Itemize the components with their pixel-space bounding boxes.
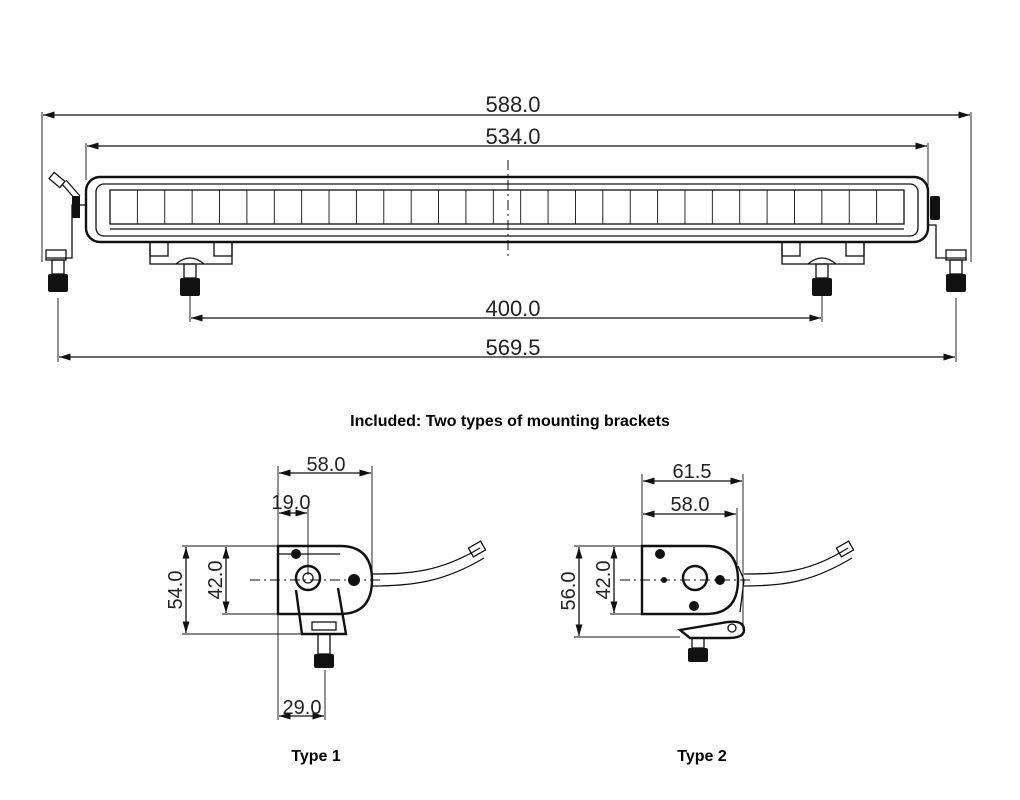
dim-housing-width-label: 534.0 xyxy=(485,124,540,149)
t2-label: Type 2 xyxy=(677,748,727,765)
dim-inner-mount-spacing-label: 400.0 xyxy=(485,296,540,321)
light-bar-drawing: 588.0 534.0 xyxy=(41,92,972,362)
bolt xyxy=(946,259,966,292)
bolt xyxy=(812,263,832,296)
t1-dim-height-outer: 54.0 xyxy=(165,571,187,610)
t1-dim-offset: 19.0 xyxy=(272,492,311,514)
mount-foot-left xyxy=(149,241,233,265)
dim-overall-width-label: 588.0 xyxy=(485,92,540,117)
bolt xyxy=(48,259,68,292)
bolt xyxy=(180,263,200,296)
bracket-type2-drawing: 61.5 58.0 56.0 42.0 Type 2 xyxy=(558,461,855,765)
t1-label: Type 1 xyxy=(291,748,341,765)
brackets-caption: Included: Two types of mounting brackets xyxy=(350,413,670,430)
t1-dim-height-inner: 42.0 xyxy=(205,561,227,600)
right-end-bracket xyxy=(928,196,967,261)
t2-dim-width-inner: 58.0 xyxy=(671,494,710,516)
bracket-type1-drawing: 58.0 19.0 54.0 42.0 xyxy=(165,454,487,765)
dim-outer-mount-spacing-label: 569.5 xyxy=(485,335,540,360)
dim-inner-mount-spacing: 400.0 xyxy=(189,296,823,322)
light-bar-housing xyxy=(84,175,930,244)
dim-housing-width: 534.0 xyxy=(85,124,929,200)
led-cells xyxy=(136,190,878,224)
t2-dim-height-outer: 56.0 xyxy=(558,572,580,611)
t2-dim-width-outer: 61.5 xyxy=(673,461,712,483)
dim-outer-mount-spacing: 569.5 xyxy=(57,298,957,362)
light-bar-inner-frame xyxy=(95,183,919,237)
mounting-bolts xyxy=(48,259,966,296)
t2-dim-height-inner: 42.0 xyxy=(593,561,615,600)
led-strip xyxy=(109,189,905,225)
dim-overall-width: 588.0 xyxy=(41,92,972,262)
t1-dim-width: 58.0 xyxy=(307,454,346,476)
mount-foot-right xyxy=(781,241,865,265)
t1-dim-base: 29.0 xyxy=(283,697,322,719)
left-cable-connector xyxy=(45,171,86,261)
